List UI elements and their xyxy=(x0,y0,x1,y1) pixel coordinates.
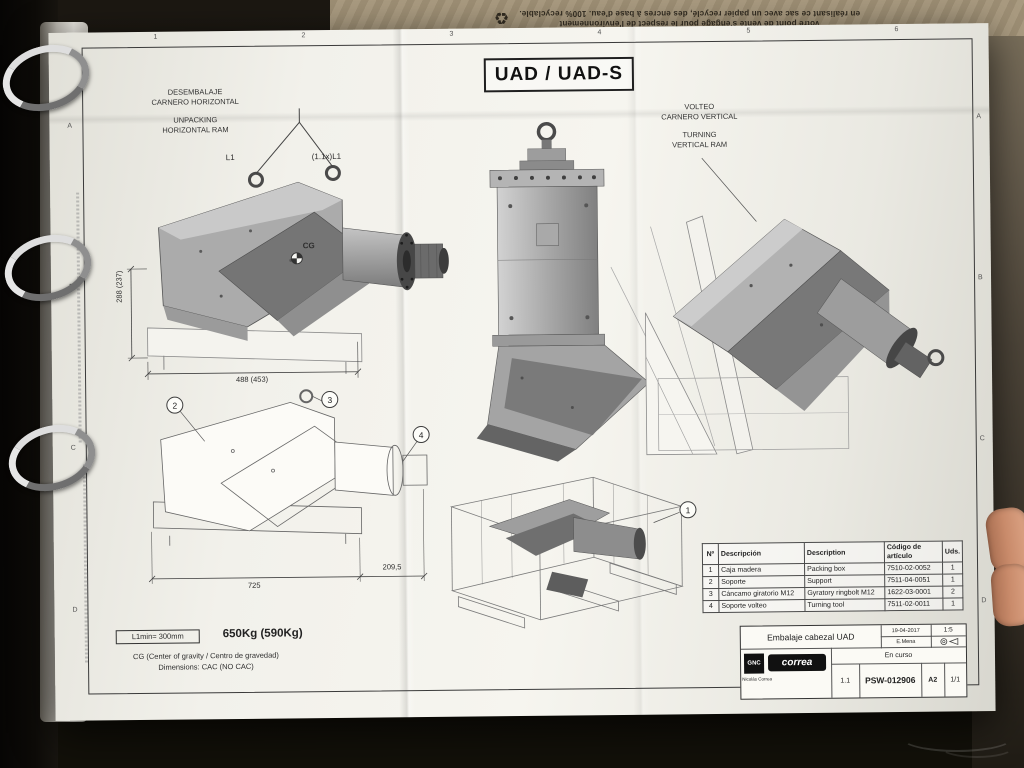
cell: 4 xyxy=(702,600,720,613)
bag-eco-text-line2: en réalisant ce sac avec un papier recyc… xyxy=(519,9,861,18)
col-num: Nº xyxy=(702,543,719,565)
drawing-number: PSW-012906 xyxy=(859,662,923,698)
cell: 7511-04-0051 xyxy=(884,574,943,587)
recycle-icon: ♻ xyxy=(493,8,510,28)
view-vertical-ram xyxy=(476,121,716,462)
view-turning-ram xyxy=(644,157,945,456)
finger xyxy=(989,562,1024,628)
col-descripcion: Descripción xyxy=(718,542,805,565)
cell: Soporte xyxy=(718,575,805,589)
drawing-revision: 1.1 xyxy=(831,663,861,698)
gnc-logo: GNC xyxy=(743,653,765,674)
note-turning-en2: VERTICAL RAM xyxy=(672,139,728,150)
cell: 2 xyxy=(942,585,964,599)
balloon-2: 2 xyxy=(166,396,184,414)
dim-209: 209,5 xyxy=(382,562,402,572)
note-unpacking-en2: HORIZONTAL RAM xyxy=(162,125,229,135)
cell: 1622-03-0001 xyxy=(884,586,943,599)
drawing-sheet-count: 1/1 xyxy=(950,675,961,684)
note-unpacking-es2: CARNERO HORIZONTAL xyxy=(151,96,239,107)
balloon-1: 1 xyxy=(679,501,697,519)
note-unpacking: DESEMBALAJE CARNERO HORIZONTAL UNPACKING… xyxy=(137,87,253,136)
cell: 1 xyxy=(942,597,964,611)
cell: 7511-02-0011 xyxy=(884,598,944,611)
balloon-3: 3 xyxy=(321,390,339,409)
note-turning: VOLTEO CARNERO VERTICAL TURNING VERTICAL… xyxy=(643,102,755,151)
gnc-logo-text: GNC xyxy=(747,660,761,667)
label-l1-factor: (1.1x)L1 xyxy=(311,151,342,162)
logo-area: GNC Nicolás Correa correa xyxy=(740,647,833,699)
chalk-mark xyxy=(940,736,1014,758)
col-codigo: Código de artículo xyxy=(884,541,943,563)
col-uds: Uds. xyxy=(942,540,963,563)
drawing-sheet: 1 2 3 4 5 6 A B C D A B C D UAD / UAD-S xyxy=(48,23,996,721)
cell: 7510-02-0052 xyxy=(884,562,943,575)
weight-note: 650Kg (590Kg) xyxy=(222,627,303,641)
col-description: Description xyxy=(804,541,885,564)
cell: 2 xyxy=(702,576,719,589)
view-horizontal-ram xyxy=(126,108,449,380)
cell: 1 xyxy=(702,564,719,577)
title-block: Embalaje cabezal UAD 19-04-2017 E.Mena 1… xyxy=(739,623,968,700)
cell: 1 xyxy=(942,573,963,587)
drawing-artwork xyxy=(126,108,945,629)
cell: Support xyxy=(804,574,885,588)
drawing-description: Embalaje cabezal UAD xyxy=(740,625,882,650)
cell: Packing box xyxy=(804,562,885,576)
parts-table-header: Nº Descripción Description Código de art… xyxy=(702,540,963,565)
view-outline-side xyxy=(148,389,428,584)
cell: Cáncamo giratorio M12 xyxy=(718,587,805,601)
parts-table: Nº Descripción Description Código de art… xyxy=(701,540,964,614)
balloon-4: 4 xyxy=(412,425,430,444)
cell: 3 xyxy=(702,588,719,601)
projection-symbol-icon xyxy=(930,635,966,648)
cell: Turning tool xyxy=(804,598,886,612)
dim-725: 725 xyxy=(247,580,261,590)
table-row: 4 Soporte volteo Turning tool 7511-02-00… xyxy=(702,597,964,613)
company-name: Nicolás Correa xyxy=(742,676,773,682)
dim-width: 488 (453) xyxy=(235,374,269,384)
label-cg: CG xyxy=(302,241,315,251)
cell: Soporte volteo xyxy=(718,599,806,613)
correa-brand: correa xyxy=(767,653,827,672)
cell: Caja madera xyxy=(718,563,805,577)
drawing-format: A2 xyxy=(921,662,946,697)
cell: Gyratory ringbolt M12 xyxy=(804,586,885,600)
l1min-note: L1min= 300mm xyxy=(115,629,200,645)
cell: 1 xyxy=(942,561,963,575)
dim-height: 288 (237) xyxy=(114,270,124,303)
label-l1: L1 xyxy=(225,152,235,163)
